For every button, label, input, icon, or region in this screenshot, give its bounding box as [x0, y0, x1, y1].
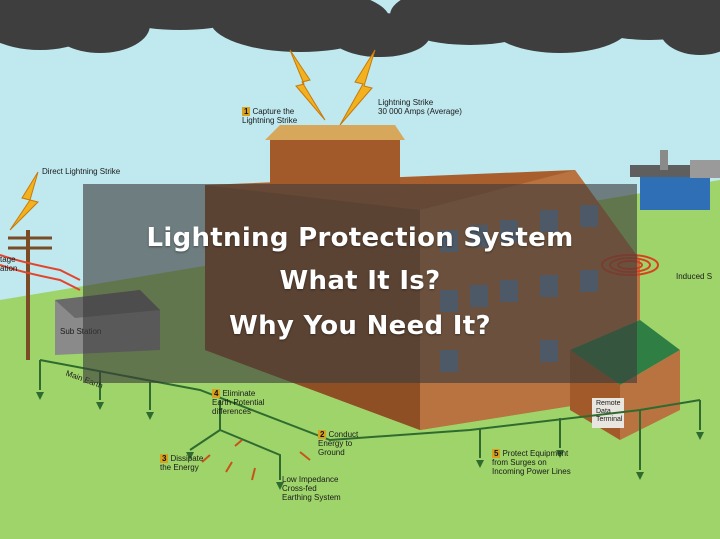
strike-amps-label: Lightning Strike 30 000 Amps (Average): [378, 98, 462, 116]
direct-strike-label: Direct Lightning Strike: [42, 167, 121, 176]
power-lines: [0, 254, 81, 291]
induced-label: Induced S: [676, 272, 713, 281]
step-1-badge: 1: [242, 107, 251, 116]
step-5-badge: 5: [492, 449, 501, 458]
remote-data-label: Remote Data Terminal: [596, 400, 623, 423]
step-4-badge: 4: [212, 389, 221, 398]
dissipate-text: Dissipate the Energy: [160, 454, 204, 472]
title-overlay: [83, 184, 637, 383]
title-line-3: Why You Need It?: [229, 311, 491, 341]
earth-rods: [36, 392, 704, 490]
protect-text: Protect Equipment from Surges on Incomin…: [492, 449, 571, 476]
low-impedance-label: Low Impedance Cross-fed Earthing System: [282, 475, 341, 502]
title-line-2: What It Is?: [279, 266, 441, 296]
conduct-text: Conduct Energy to Ground: [318, 430, 359, 457]
voltage-label: tage ation: [0, 255, 18, 273]
utility-pole: [8, 230, 52, 360]
step-2-badge: 2: [318, 430, 327, 439]
energy-sparks: [201, 439, 311, 481]
title-line-1: Lightning Protection System: [146, 223, 574, 253]
capture-text: Capture the Lightning Strike: [242, 107, 298, 125]
equalize-text: Eliminate Earth Potential differences: [212, 389, 265, 416]
industrial-building: [630, 150, 720, 210]
storm-clouds: [0, 0, 720, 57]
step-3-badge: 3: [160, 454, 169, 463]
